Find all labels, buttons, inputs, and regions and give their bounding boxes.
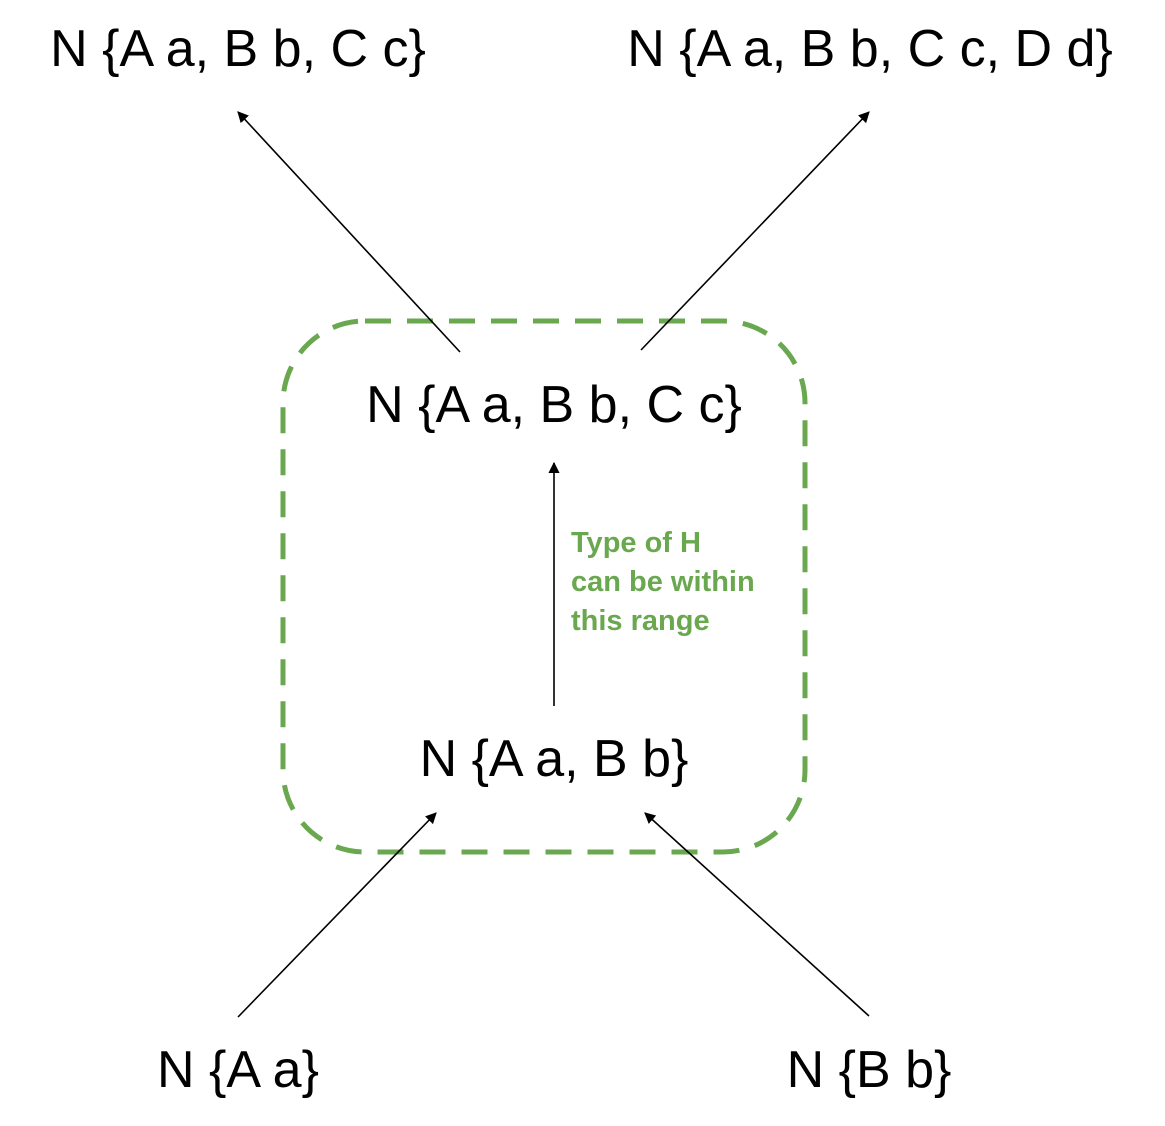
range-annotation-line-2: can be within (571, 566, 755, 598)
node-top-right: N {A a, B b, C c, D d} (627, 20, 1113, 78)
node-bottom-right: N {B b} (787, 1041, 952, 1099)
node-range-lower: N {A a, B b} (420, 730, 689, 788)
edge-range-upper-to-top-right (640, 111, 870, 351)
edge-bottom-right-to-range-lower (644, 812, 870, 1017)
edge-bottom-left-to-range-lower (237, 812, 437, 1018)
node-top-left: N {A a, B b, C c} (50, 20, 426, 78)
node-range-upper: N {A a, B b, C c} (366, 376, 742, 434)
node-bottom-left: N {A a} (157, 1041, 319, 1099)
range-annotation-line-3: this range (571, 605, 710, 637)
type-range-box (280, 318, 808, 855)
edge-range-upper-to-top-left (237, 111, 461, 353)
range-annotation-line-1: Type of H (571, 527, 701, 559)
